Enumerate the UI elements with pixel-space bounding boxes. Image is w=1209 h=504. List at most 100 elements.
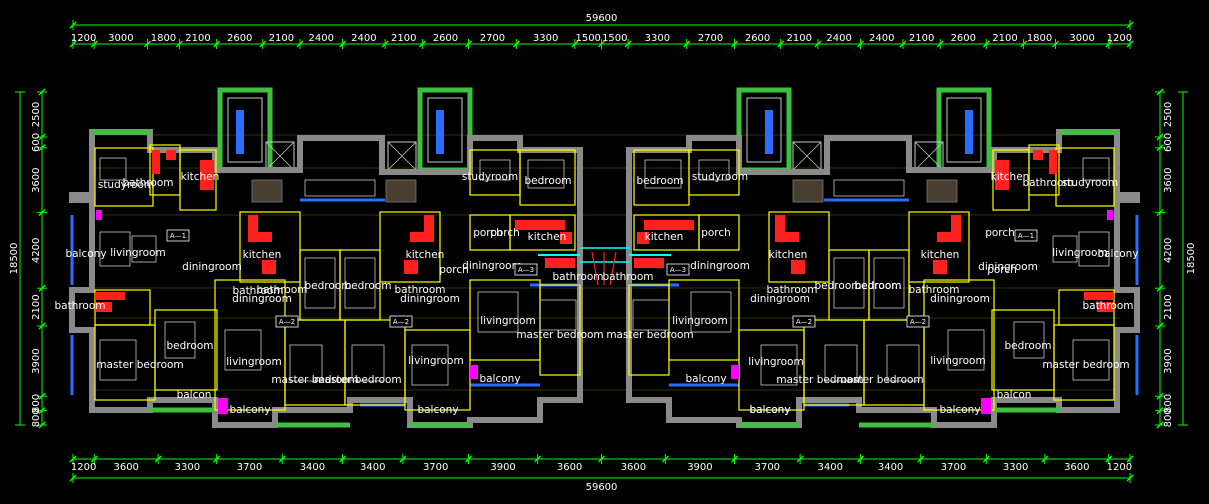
dimension-label: 3700: [941, 462, 966, 473]
room-label: diningroom: [400, 293, 460, 305]
room-label: balcony: [749, 404, 790, 416]
unit-tag-label: A—1: [170, 232, 186, 240]
dimension-label: 1500: [575, 33, 600, 44]
dimension-label: 800: [31, 394, 42, 413]
room-label: porch: [473, 227, 503, 239]
dimension-label: 1200: [71, 33, 96, 44]
unit-tag: A—1: [166, 229, 190, 242]
bottom-total-dimension: 59600: [586, 482, 618, 493]
unit-tag-label: A—1: [1018, 232, 1034, 240]
dimension-label: 2600: [433, 33, 458, 44]
room-label: master bedroom: [516, 329, 603, 341]
unit-tag-label: A—3: [670, 266, 686, 274]
top-total-dimension: 59600: [586, 13, 618, 24]
dimension-label: 2600: [745, 33, 770, 44]
dimension-label: 2500: [1163, 102, 1174, 127]
dimension-label: 3400: [360, 462, 385, 473]
dimension-label: 2100: [185, 33, 210, 44]
dimension-label: 3900: [1163, 348, 1174, 373]
dimension-label: 2100: [1163, 294, 1174, 319]
dimension-label: 1200: [71, 462, 96, 473]
unit-tag-label: A—2: [796, 318, 812, 326]
room-label: studyroom: [1062, 177, 1118, 189]
unit-tag: A—2: [906, 315, 930, 328]
room-label: balcony: [1097, 248, 1138, 260]
room-label: bathroom: [122, 177, 173, 189]
room-label: balcony: [685, 373, 726, 385]
dimension-label: 2600: [227, 33, 252, 44]
room-label: livingroom: [110, 247, 165, 259]
dimension-label: 2100: [909, 33, 934, 44]
dimension-label: 2100: [269, 33, 294, 44]
room-label: diningroom: [690, 260, 750, 272]
dimension-label: 2400: [351, 33, 376, 44]
dimension-label: 3300: [645, 33, 670, 44]
room-label: bedroom: [525, 175, 572, 187]
room-label: master bedroom: [96, 359, 183, 371]
room-label: master bedroom: [314, 374, 401, 386]
dimension-label: 3000: [108, 33, 133, 44]
room-label: diningroom: [232, 293, 292, 305]
room-label: kitchen: [991, 171, 1030, 183]
dimension-label: 2400: [309, 33, 334, 44]
dimension-label: 3700: [755, 462, 780, 473]
room-label: studyroom: [98, 179, 154, 191]
room-label: diningroom: [978, 261, 1038, 273]
room-label: balcony: [229, 404, 270, 416]
room-label: bedroom: [1005, 340, 1052, 352]
dimension-label: 3300: [533, 33, 558, 44]
room-label: diningroom: [750, 293, 810, 305]
dimension-label: 1200: [1107, 462, 1132, 473]
room-label: kitchen: [769, 249, 808, 261]
room-label: bathroom: [552, 271, 603, 283]
room-label: bathroom: [54, 300, 105, 312]
left-total-dimension: 18500: [9, 243, 20, 275]
room-label: balcony: [65, 248, 106, 260]
room-label: porch: [987, 264, 1017, 276]
room-label: bathroom: [1022, 177, 1073, 189]
dimension-label: 2100: [787, 33, 812, 44]
room-label: bathroom: [394, 284, 445, 296]
room-label: porch: [439, 264, 469, 276]
room-label: bathroom: [908, 284, 959, 296]
room-label: diningroom: [930, 293, 990, 305]
dimension-label: 3600: [113, 462, 138, 473]
dimension-label: 4200: [31, 238, 42, 263]
unit-tag: A—2: [275, 315, 299, 328]
unit-tag-label: A—2: [393, 318, 409, 326]
unit-tag-label: A—3: [518, 266, 534, 274]
dimension-label: 4200: [1163, 238, 1174, 263]
room-label: kitchen: [181, 171, 220, 183]
room-label: porch: [490, 227, 520, 239]
unit-tag: A—3: [666, 263, 690, 276]
room-label: diningroom: [462, 260, 522, 272]
room-label: bedroom: [855, 280, 902, 292]
dimension-label: 600: [31, 133, 42, 152]
room-label: master bedroom: [836, 374, 923, 386]
room-label: livingroom: [748, 356, 803, 368]
dimension-label: 3400: [878, 462, 903, 473]
left-half-plan: [69, 87, 583, 428]
room-label: bedroom: [855, 280, 902, 292]
room-label: livingroom: [672, 315, 727, 327]
room-label: master bedroom: [1042, 359, 1129, 371]
dimension-label: 3600: [1163, 167, 1174, 192]
dimension-label: 3900: [687, 462, 712, 473]
right-total-dimension: 18500: [1186, 243, 1197, 275]
dimension-label: 600: [1163, 133, 1174, 152]
room-label: kitchen: [243, 249, 282, 261]
room-label: balcony: [939, 404, 980, 416]
dimension-label: 2600: [951, 33, 976, 44]
room-label: balcon: [177, 389, 212, 401]
dimension-label: 3000: [1069, 33, 1094, 44]
unit-tag-label: A—2: [910, 318, 926, 326]
dimension-label: 3300: [1003, 462, 1028, 473]
dimension-label: 2100: [31, 294, 42, 319]
room-label: livingroom: [1052, 247, 1107, 259]
dimension-label: 2700: [480, 33, 505, 44]
room-label: bathroom: [1082, 300, 1133, 312]
